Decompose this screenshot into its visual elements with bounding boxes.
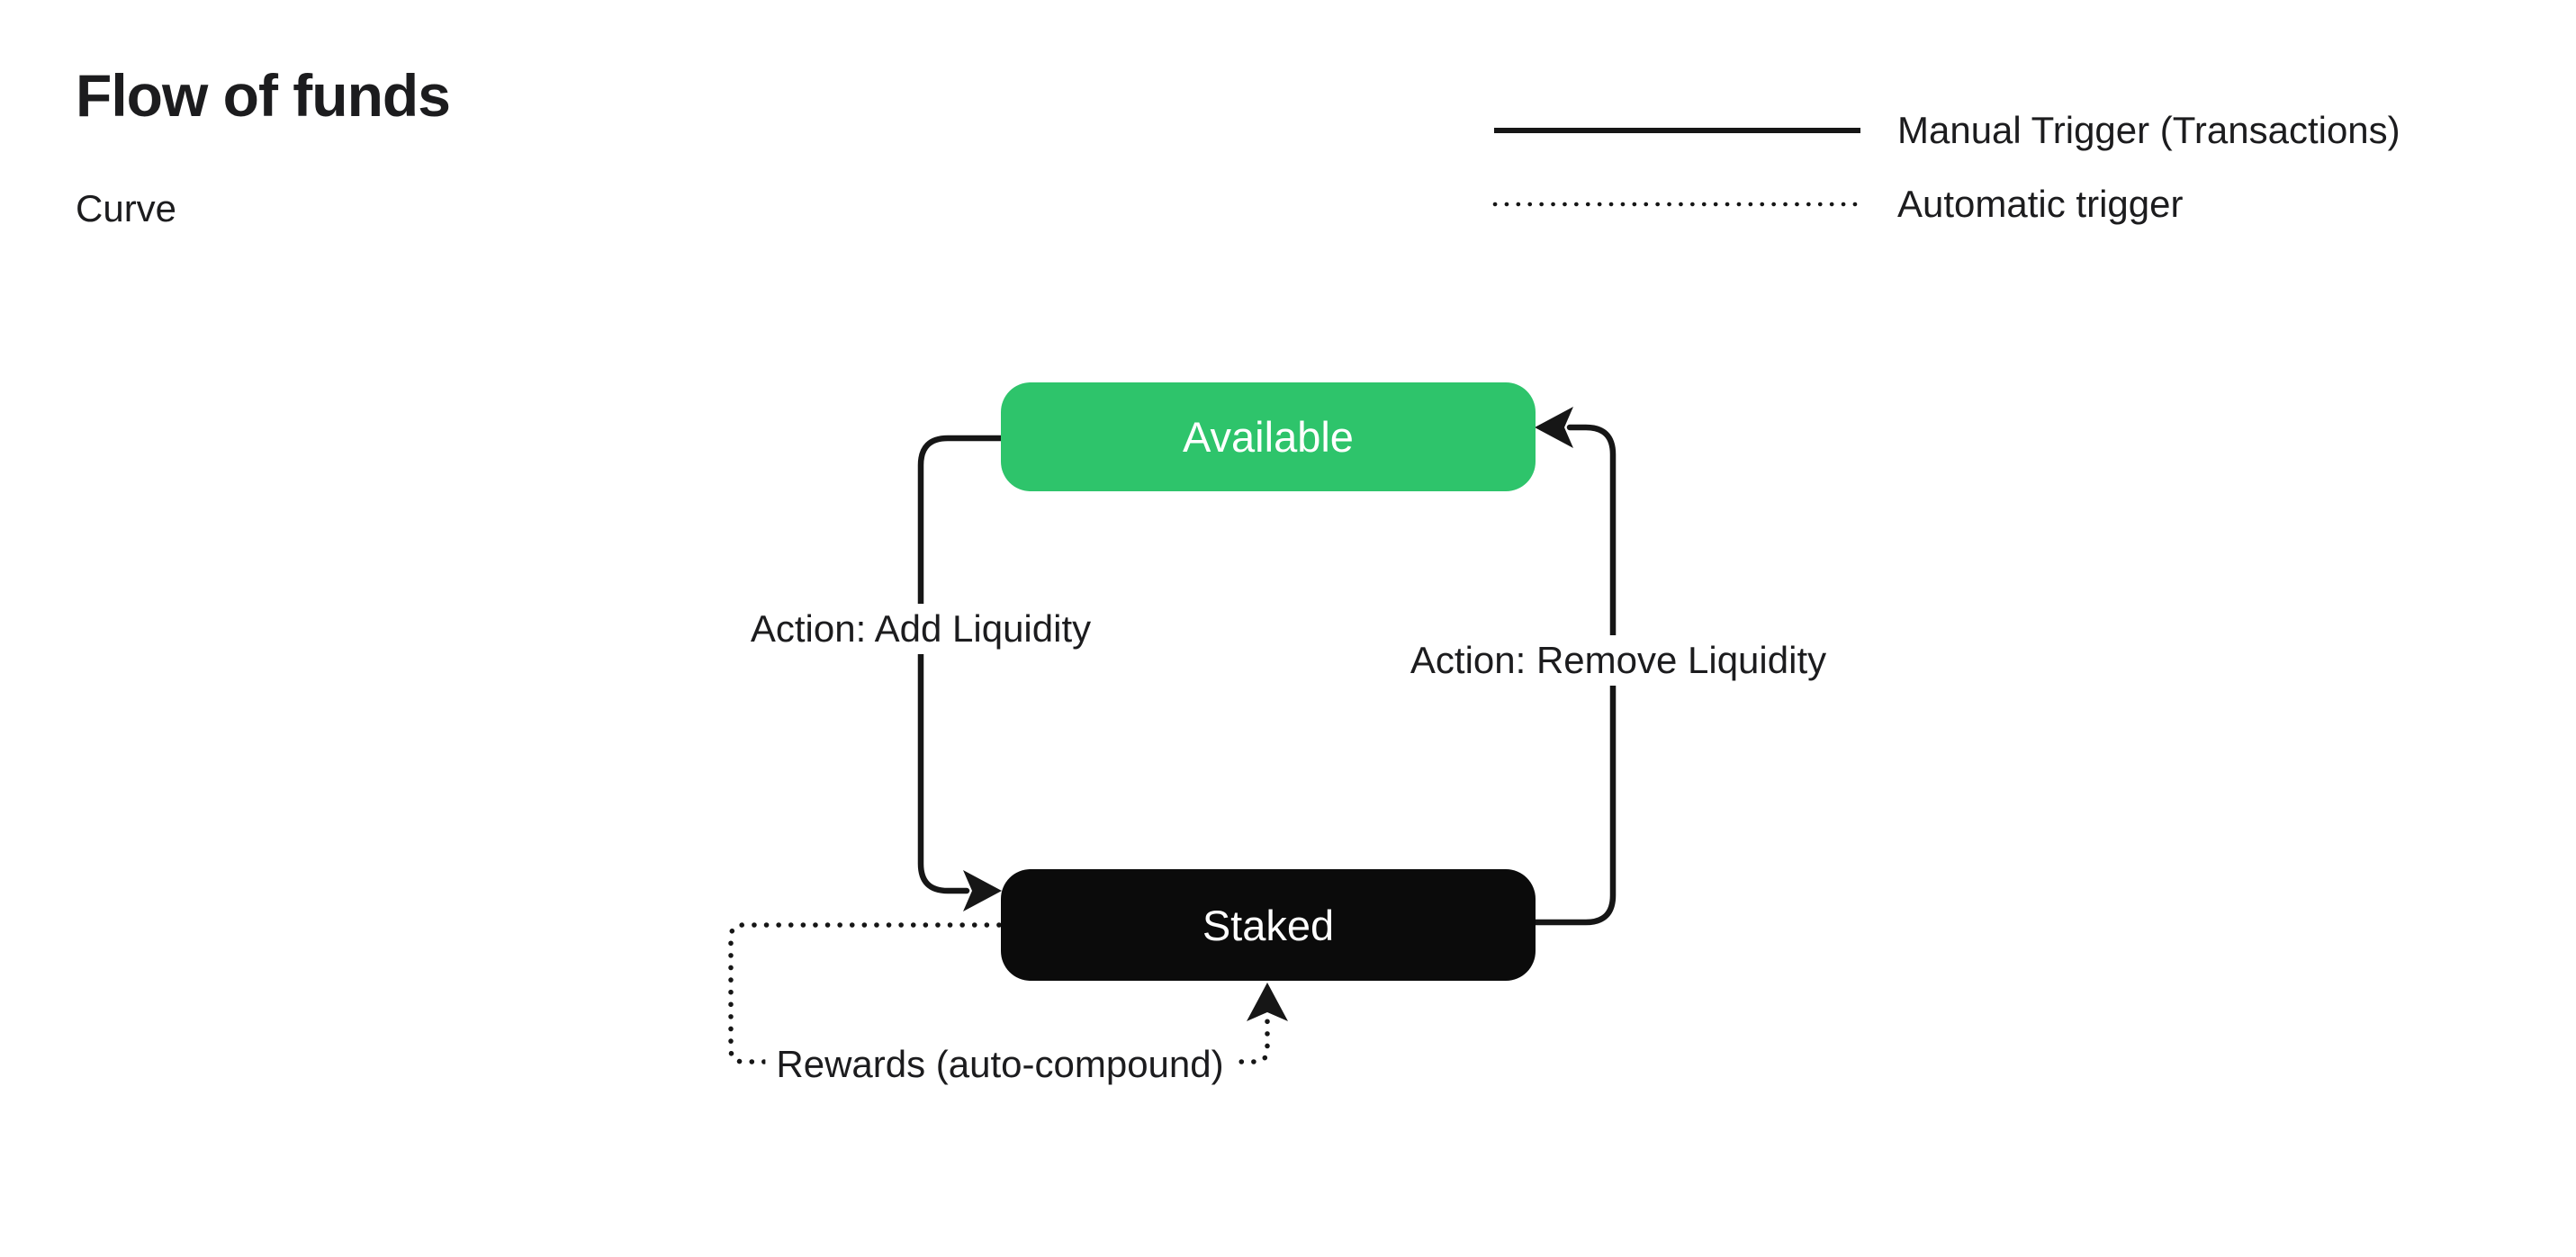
node-staked[interactable]: Staked (1001, 869, 1536, 981)
legend-label-automatic: Automatic trigger (1897, 183, 2184, 225)
legend-item-manual-trigger: Manual Trigger (Transactions) (1491, 105, 2400, 156)
page-subtitle: Curve (76, 187, 177, 229)
node-available[interactable]: Available (1001, 382, 1536, 491)
edge-label-add-liquidity: Action: Add Liquidity (739, 604, 1103, 654)
edge-remove-liquidity-arrowhead (1535, 407, 1573, 448)
edge-add-liquidity-arrowhead (963, 870, 1002, 911)
edge-label-remove-liquidity: Action: Remove Liquidity (1399, 635, 1838, 686)
edge-rewards-arrowhead (1247, 983, 1288, 1021)
edge-rewards-line (728, 922, 1270, 1064)
node-available-label: Available (1183, 413, 1354, 461)
legend-label-manual: Manual Trigger (Transactions) (1897, 109, 2400, 151)
node-staked-label: Staked (1202, 901, 1335, 949)
edge-label-rewards: Rewards (auto-compound) (765, 1039, 1235, 1090)
legend-item-automatic-trigger: Automatic trigger (1491, 179, 2183, 229)
edge-add-liquidity-line (917, 435, 1004, 894)
solid-line-sample-icon (1494, 128, 1860, 133)
page-title: Flow of funds (76, 62, 451, 129)
